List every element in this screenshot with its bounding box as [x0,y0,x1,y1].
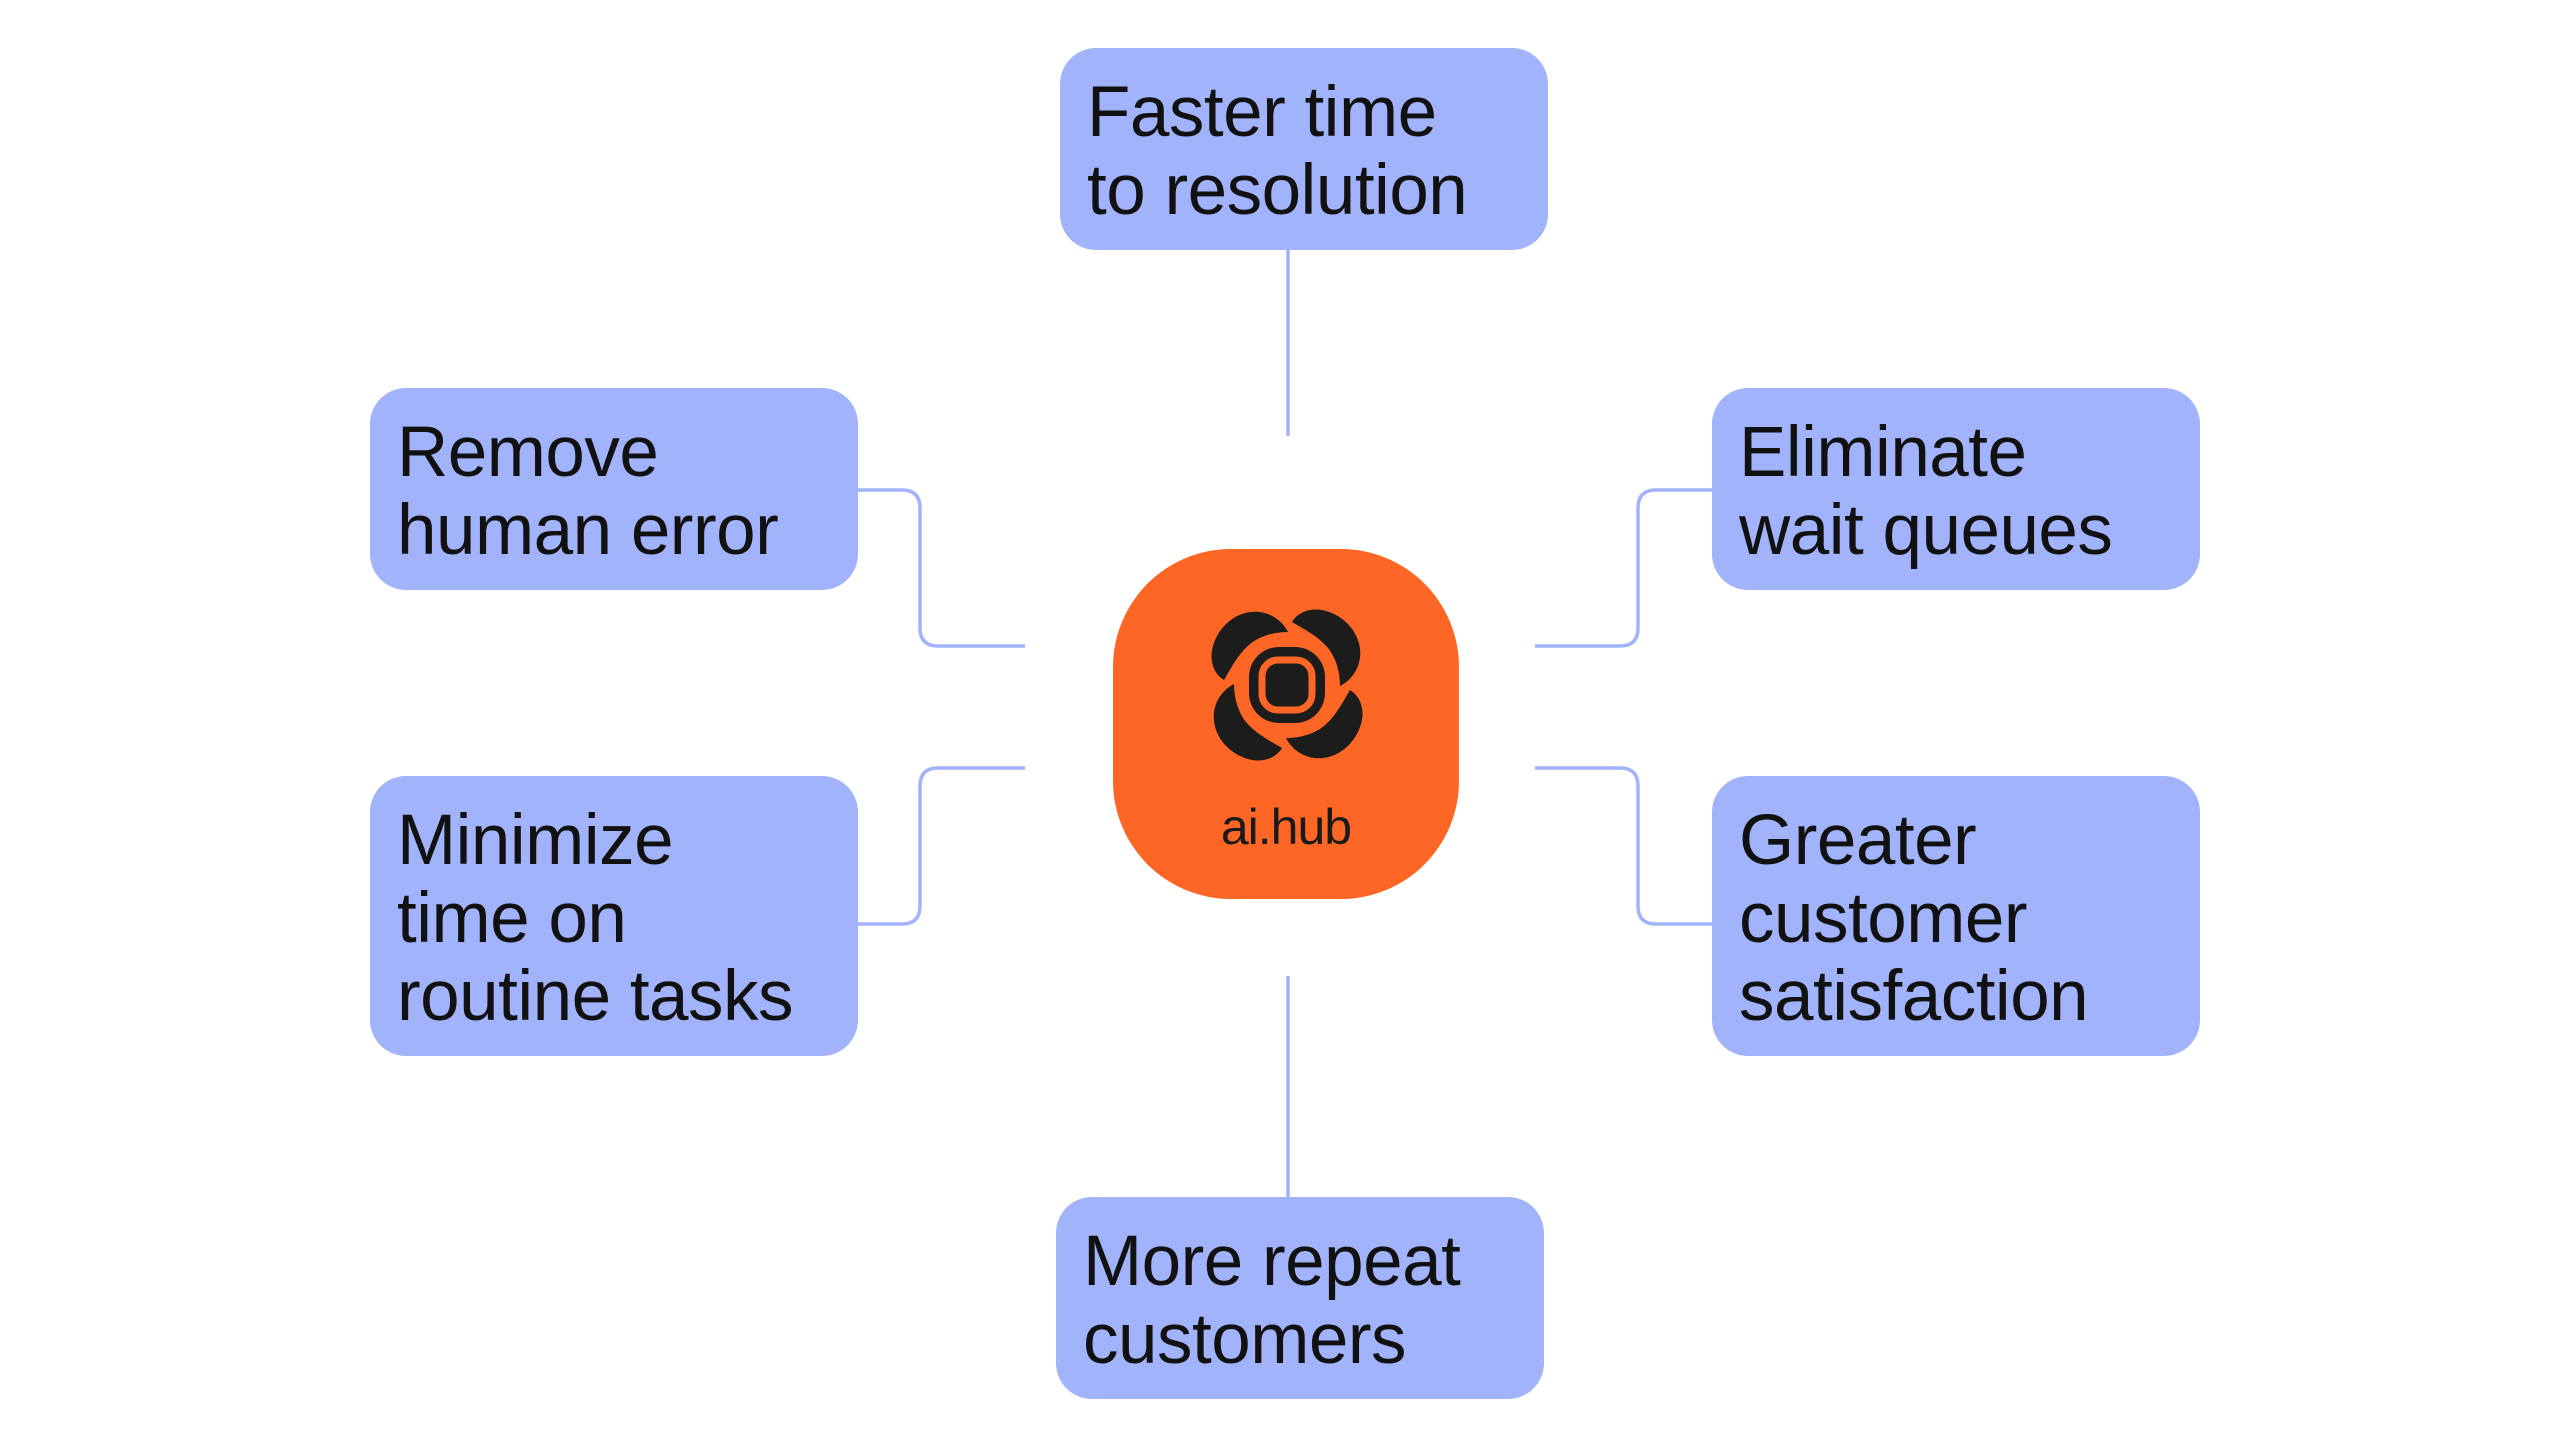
benefit-repeat-customers: More repeat customers [1056,1197,1544,1399]
benefit-customer-satisfaction: Greater customer satisfaction [1712,776,2200,1056]
ai-hub-app-icon: ai.hub [1113,549,1459,899]
benefit-minimize-routine-time: Minimize time on routine tasks [370,776,858,1056]
benefit-eliminate-wait-queues: Eliminate wait queues [1712,388,2200,590]
aperture-logo-icon [1211,609,1363,761]
connector-left-lower [858,766,1025,926]
connector-left-upper [858,488,1025,648]
connector-right-lower [1535,766,1712,926]
hub-label: ai.hub [1220,799,1352,855]
connector-right-upper [1535,488,1712,648]
benefit-remove-human-error: Remove human error [370,388,858,590]
benefit-faster-resolution: Faster time to resolution [1060,48,1548,250]
